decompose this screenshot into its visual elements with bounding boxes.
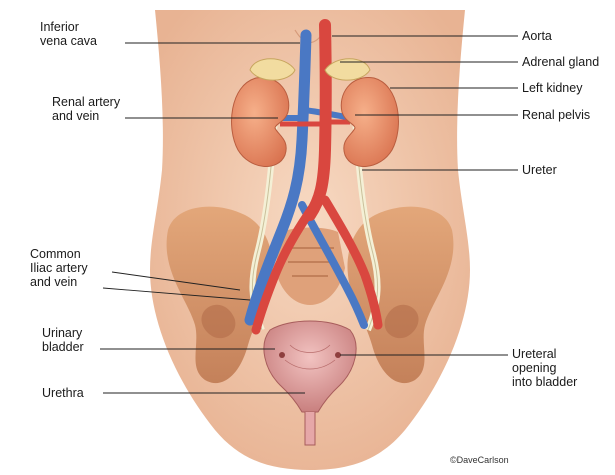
- label-renal-pelvis: Renal pelvis: [522, 108, 590, 122]
- left-kidney-shape: [341, 78, 398, 167]
- renal-artery: [280, 122, 350, 124]
- label-inferior-vena-cava: Inferior vena cava: [40, 20, 97, 48]
- label-left-kidney: Left kidney: [522, 81, 583, 95]
- urethra: [305, 412, 315, 445]
- label-urinary-bladder: Urinary bladder: [42, 326, 86, 354]
- credit-text: ©DaveCarlson: [450, 455, 509, 465]
- label-renal-artery-and-vein: Renal artery and vein: [52, 95, 124, 123]
- label-adrenal-gland: Adrenal gland: [522, 55, 599, 69]
- label-common-iliac: Common Iliac artery and vein: [30, 247, 91, 289]
- label-ureteral-opening: Ureteral opening into bladder: [512, 347, 577, 389]
- label-urethra: Urethra: [42, 386, 84, 400]
- label-ureter: Ureter: [522, 163, 557, 177]
- right-kidney: [232, 78, 289, 167]
- label-aorta: Aorta: [522, 29, 552, 43]
